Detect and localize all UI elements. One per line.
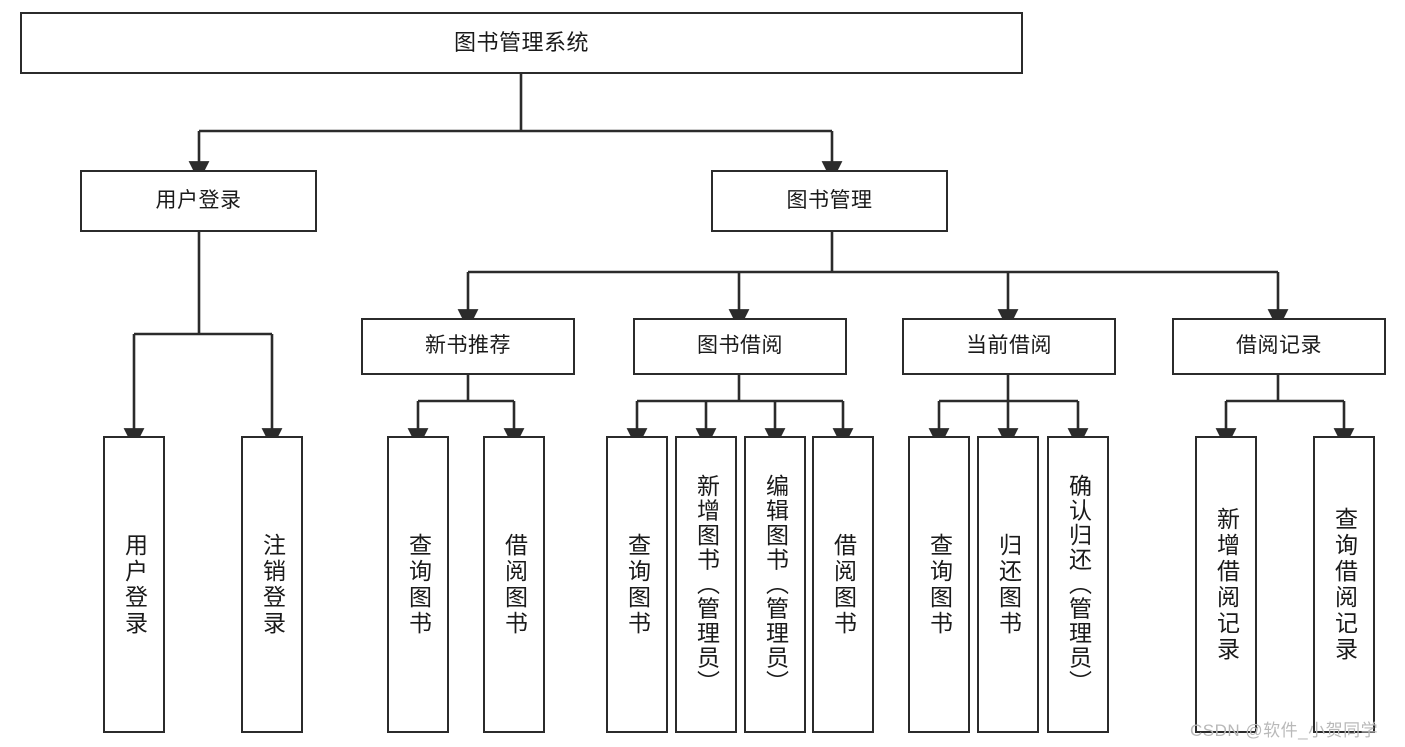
csdn-watermark: CSDN @软件_小贺同学 <box>1190 721 1379 740</box>
node-book-manage[interactable]: 图书管理 <box>711 170 948 232</box>
node-leaf-query-record[interactable]: 查询借阅记录 <box>1313 436 1375 733</box>
node-leaf-add-record-label: 新增借阅记录 <box>1213 506 1240 663</box>
node-leaf-return-book[interactable]: 归还图书 <box>977 436 1039 733</box>
node-borrow-record-label: 借阅记录 <box>1236 334 1322 358</box>
node-leaf-add-record[interactable]: 新增借阅记录 <box>1195 436 1257 733</box>
node-leaf-add-book[interactable]: 新增图书（管理员） <box>675 436 737 733</box>
node-leaf-borrow-book-2[interactable]: 借阅图书 <box>812 436 874 733</box>
node-leaf-borrow-book-1-label: 借阅图书 <box>501 532 528 637</box>
node-leaf-query-book-3-label: 查询图书 <box>926 532 953 637</box>
node-leaf-query-record-label: 查询借阅记录 <box>1331 506 1358 663</box>
node-new-book-rec[interactable]: 新书推荐 <box>361 318 575 375</box>
node-leaf-logout[interactable]: 注销登录 <box>241 436 303 733</box>
node-leaf-add-book-label: 新增图书（管理员） <box>693 474 720 695</box>
node-leaf-edit-book-label: 编辑图书（管理员） <box>762 474 789 695</box>
node-leaf-logout-label: 注销登录 <box>259 532 286 637</box>
node-leaf-query-book-2-label: 查询图书 <box>624 532 651 637</box>
node-leaf-return-book-label: 归还图书 <box>995 532 1022 637</box>
node-book-borrow-label: 图书借阅 <box>697 334 783 358</box>
node-leaf-borrow-book-1[interactable]: 借阅图书 <box>483 436 545 733</box>
node-leaf-query-book-1-label: 查询图书 <box>405 532 432 637</box>
node-book-borrow[interactable]: 图书借阅 <box>633 318 847 375</box>
node-leaf-edit-book[interactable]: 编辑图书（管理员） <box>744 436 806 733</box>
node-current-borrow[interactable]: 当前借阅 <box>902 318 1116 375</box>
node-leaf-user-login-label: 用户登录 <box>121 532 148 637</box>
node-leaf-borrow-book-2-label: 借阅图书 <box>830 532 857 637</box>
node-user-login-label: 用户登录 <box>155 188 242 212</box>
node-user-login[interactable]: 用户登录 <box>80 170 317 232</box>
node-leaf-query-book-2[interactable]: 查询图书 <box>606 436 668 733</box>
node-leaf-query-book-1[interactable]: 查询图书 <box>387 436 449 733</box>
node-borrow-record[interactable]: 借阅记录 <box>1172 318 1386 375</box>
node-leaf-query-book-3[interactable]: 查询图书 <box>908 436 970 733</box>
node-leaf-confirm-return[interactable]: 确认归还（管理员） <box>1047 436 1109 733</box>
node-root-label: 图书管理系统 <box>453 30 589 56</box>
node-new-book-rec-label: 新书推荐 <box>425 334 511 358</box>
node-leaf-confirm-return-label: 确认归还（管理员） <box>1065 474 1092 695</box>
node-current-borrow-label: 当前借阅 <box>966 334 1052 358</box>
node-leaf-user-login[interactable]: 用户登录 <box>103 436 165 733</box>
node-book-manage-label: 图书管理 <box>786 188 873 212</box>
node-root[interactable]: 图书管理系统 <box>20 12 1023 74</box>
